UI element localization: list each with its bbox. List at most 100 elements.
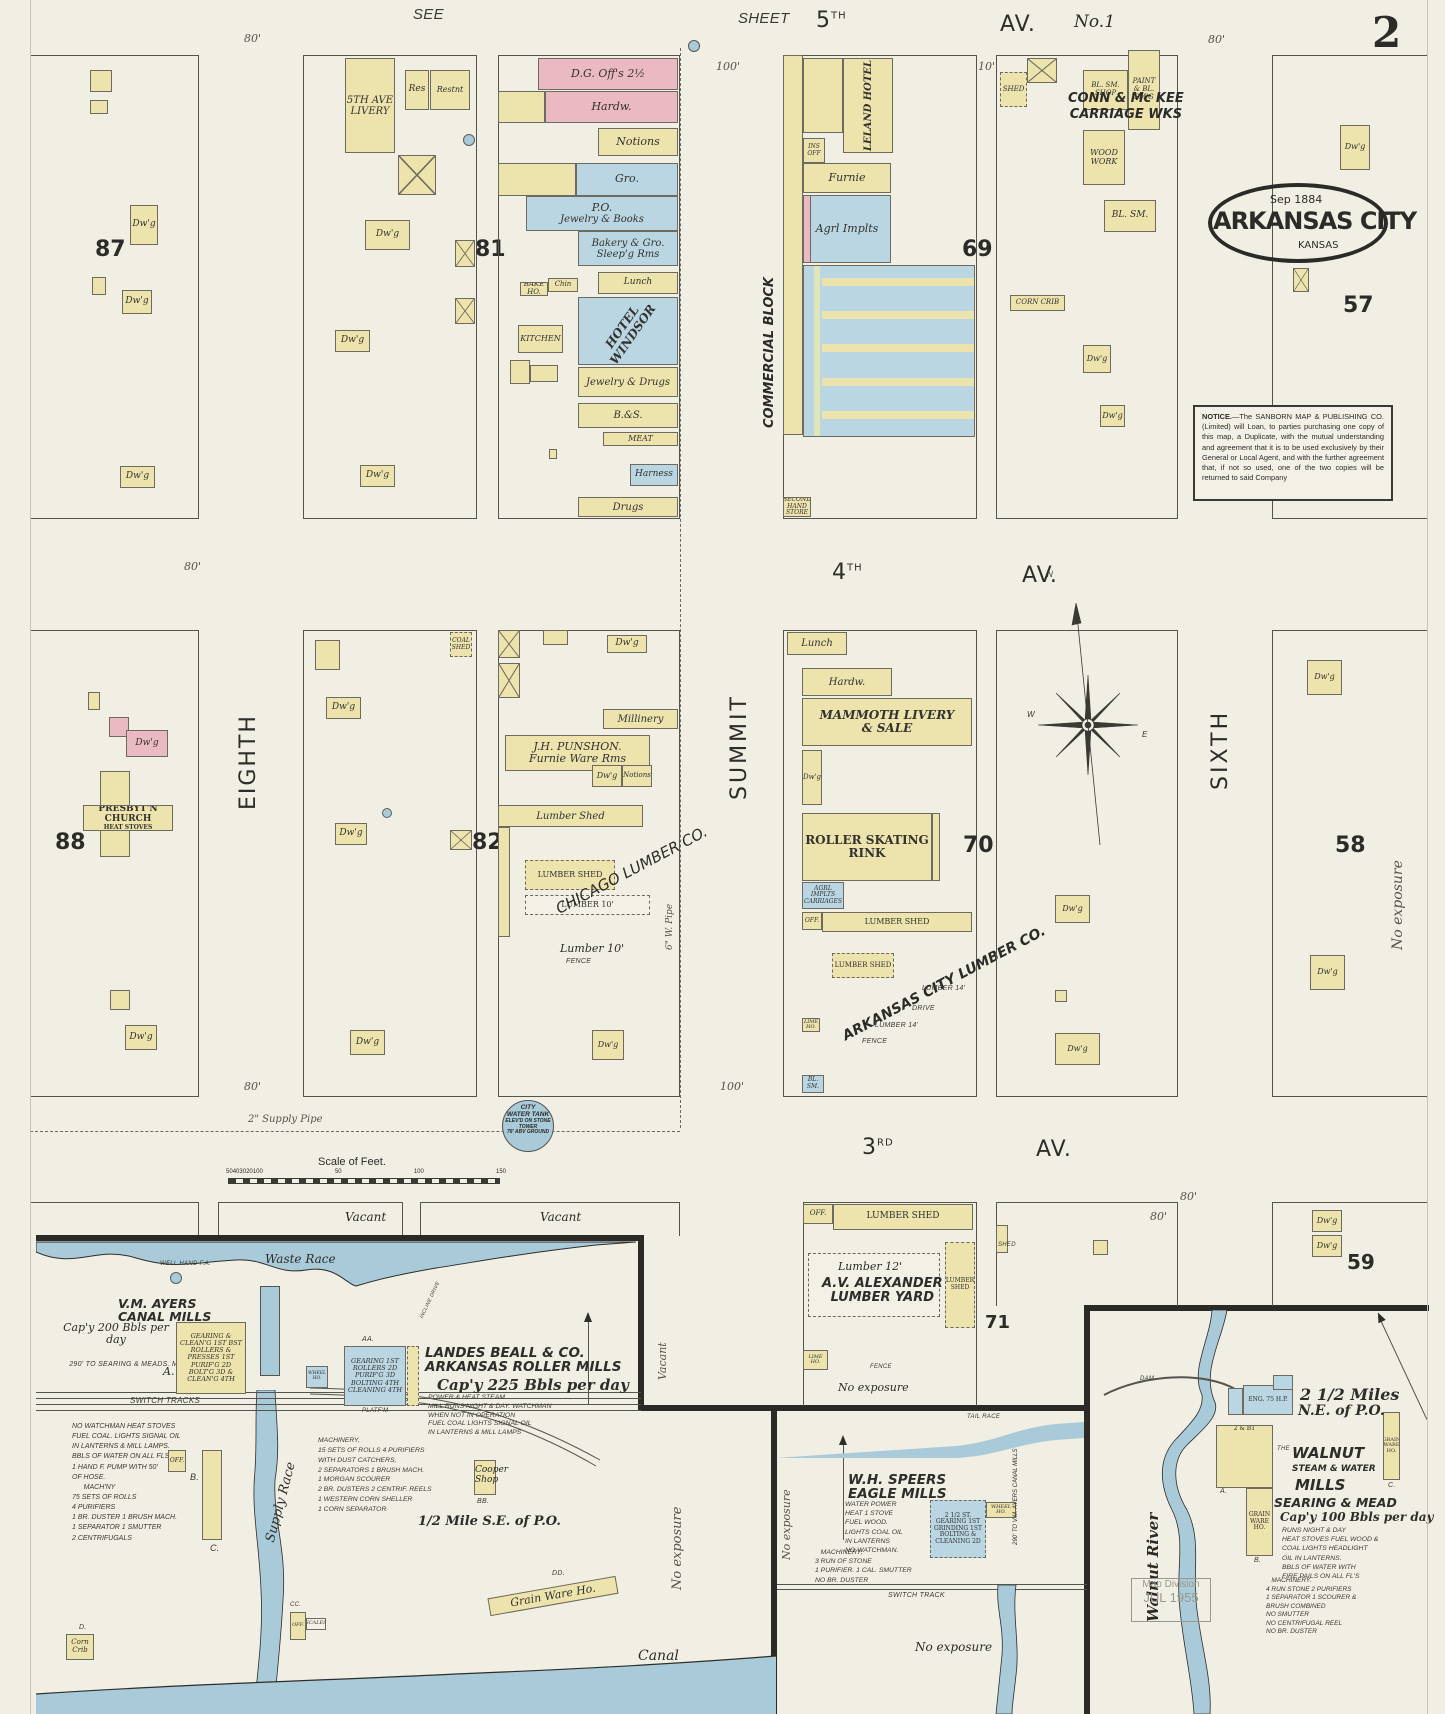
hydrant-icon — [688, 40, 700, 52]
ins-off-label: INS OFF — [807, 142, 821, 157]
block-number-59: 59 — [1347, 1250, 1375, 1274]
street-sixth: SIXTH — [1208, 709, 1233, 790]
walnut-machinery: MACHINERY. 4 RUN STONE 2 PURIFIERS 1 SEP… — [1266, 1577, 1357, 1636]
building — [803, 195, 811, 263]
bakery-label: Bakery & Gro. — [591, 237, 665, 249]
dwg-label: Dw'g — [1102, 410, 1123, 420]
skylight — [822, 311, 974, 319]
speers-name1: W.H. SPEERS — [848, 1472, 947, 1488]
scale-bar — [228, 1178, 500, 1184]
drive-label: DRIVE — [912, 1005, 935, 1012]
leland-hotel: LELAND HOTEL — [843, 58, 893, 153]
office-label: OFF. — [292, 1622, 304, 1629]
canal-label: Canal — [638, 1648, 679, 1664]
water-tank-line: CITY — [520, 1104, 536, 1111]
kitchen: KITCHEN — [518, 325, 563, 353]
frontage-label: 80' — [1150, 1210, 1168, 1223]
restaurant: Restnt — [430, 70, 470, 110]
ayers-notes: NO WATCHMAN HEAT STOVES FUEL COAL. LIGHT… — [72, 1423, 181, 1542]
dwg-label: Dw'g — [1316, 1215, 1338, 1225]
wood-work: WOOD WORK — [1083, 130, 1125, 185]
dwelling: Dw'g — [1312, 1235, 1342, 1257]
boundary-line — [1084, 1305, 1429, 1311]
chin-label: Chin — [554, 280, 572, 289]
compass-n: N — [1047, 570, 1054, 579]
two-st-label: 2 & BT — [1233, 1425, 1256, 1432]
well-icon — [463, 134, 475, 146]
building — [88, 692, 100, 710]
block-87 — [30, 55, 199, 519]
furniture-ware-label: Furnie Ware Rms — [528, 752, 627, 765]
drug-store: Drugs — [578, 497, 678, 517]
off-label: OFF. — [804, 916, 820, 924]
hotel-windsor: HOTEL WINDSOR — [578, 297, 678, 365]
lumber-14: LUMBER 14' — [922, 985, 966, 992]
speers-ops: WATER POWER HEAT 1 STOVE FUEL WOOD. LIGH… — [845, 1501, 903, 1554]
fence-label: FENCE — [870, 1364, 892, 1370]
well-icon — [170, 1272, 182, 1284]
switch-track-label: SWITCH TRACK — [888, 1592, 945, 1599]
agricultural-implements: AGRL IMPLTS CARRIAGES — [802, 882, 844, 909]
walnut-distance-1: 2 1/2 Miles — [1300, 1385, 1400, 1404]
map-edge — [1427, 0, 1428, 1714]
dwg-label: Dw'g — [129, 1031, 153, 1042]
drugs-label: Drugs — [612, 501, 644, 513]
post-office: P.O.Jewelry & Books — [526, 196, 678, 231]
dwelling: Dw'g — [125, 1025, 157, 1050]
building — [1228, 1388, 1243, 1415]
water-tank-label: CITY WATER TANK ELEV'D ON STONE TOWER 78… — [494, 1104, 562, 1136]
chinese-laundry: Chin — [548, 278, 578, 292]
dwg-label: Dw'g — [331, 702, 356, 713]
grain-ware-c-label: GRAIN WARE HO. — [1383, 1436, 1400, 1454]
corn-crib: CORN CRIB — [1010, 295, 1065, 311]
sleeping-rooms-label: Sleep'g Rms — [596, 248, 660, 260]
sheet-ref-no: No.1 — [1074, 12, 1116, 32]
boundary-line — [771, 1405, 777, 1714]
block-57 — [996, 55, 1178, 519]
block-71 — [803, 1202, 977, 1406]
building — [315, 640, 340, 670]
stamp-line: JUL 1955 — [1143, 1590, 1199, 1605]
offs-label: Off's 2½ — [598, 66, 645, 80]
notions-label: Notions — [623, 771, 651, 780]
frontage-label: 100' — [720, 1080, 745, 1093]
jewelry-books-label: Jewelry & Books — [560, 214, 644, 226]
dwg-label: Dw'g — [365, 470, 390, 481]
lumber-shed-side: LUMBER SHED — [945, 1242, 975, 1328]
tail-race-water — [776, 1422, 1084, 1458]
landes-capacity: Cap'y 225 Bbls per day — [437, 1376, 629, 1394]
landes-name1: LANDES BEALL & CO. — [425, 1345, 585, 1361]
spacer — [263, 1169, 335, 1175]
office: OFF. — [803, 1204, 833, 1224]
no-exposure-label: No exposure — [1390, 860, 1406, 950]
boundary-line — [638, 1235, 644, 1410]
scale-tick: 100 — [413, 1169, 424, 1175]
block-number-87: 87 — [95, 237, 126, 262]
lumber-shed: LUMBER SHED — [822, 912, 972, 932]
blacksmith-shop: BL. SM. SHOP — [1083, 70, 1128, 110]
dwelling: Dw'g — [1307, 660, 1342, 695]
dwelling: Dw'g — [335, 823, 367, 845]
office: OFF. — [802, 912, 822, 930]
lumber-10-label: LUMBER 10' — [561, 899, 614, 909]
wheel-house: WHEEL HO. — [986, 1502, 1016, 1518]
commercial-block-label: COMMERCIAL BLOCK — [762, 277, 777, 428]
commercial-block-building — [803, 265, 975, 437]
skylight — [822, 378, 974, 386]
dg-label: D.G. — [571, 66, 595, 80]
dwg-label: Dw'g — [803, 772, 822, 781]
jewelry-drugs-label: Jewelry & Drugs — [585, 376, 671, 388]
agricultural-implements: Agrl Implts — [803, 195, 891, 263]
gro-label: Gro. — [615, 172, 639, 186]
dwelling: Dw'g — [1083, 345, 1111, 373]
waste-race-label: Waste Race — [265, 1252, 336, 1266]
stable-x — [398, 155, 436, 195]
north-arrow-line — [843, 1440, 844, 1540]
supply-pipe-label: 2" Supply Pipe — [248, 1114, 323, 1125]
building — [543, 630, 568, 645]
blsm-label: BL. SM. — [1111, 210, 1149, 221]
frontage-label: 10' — [978, 60, 996, 73]
north-arrow-icon — [584, 1312, 592, 1322]
boundary-line — [36, 1235, 643, 1241]
